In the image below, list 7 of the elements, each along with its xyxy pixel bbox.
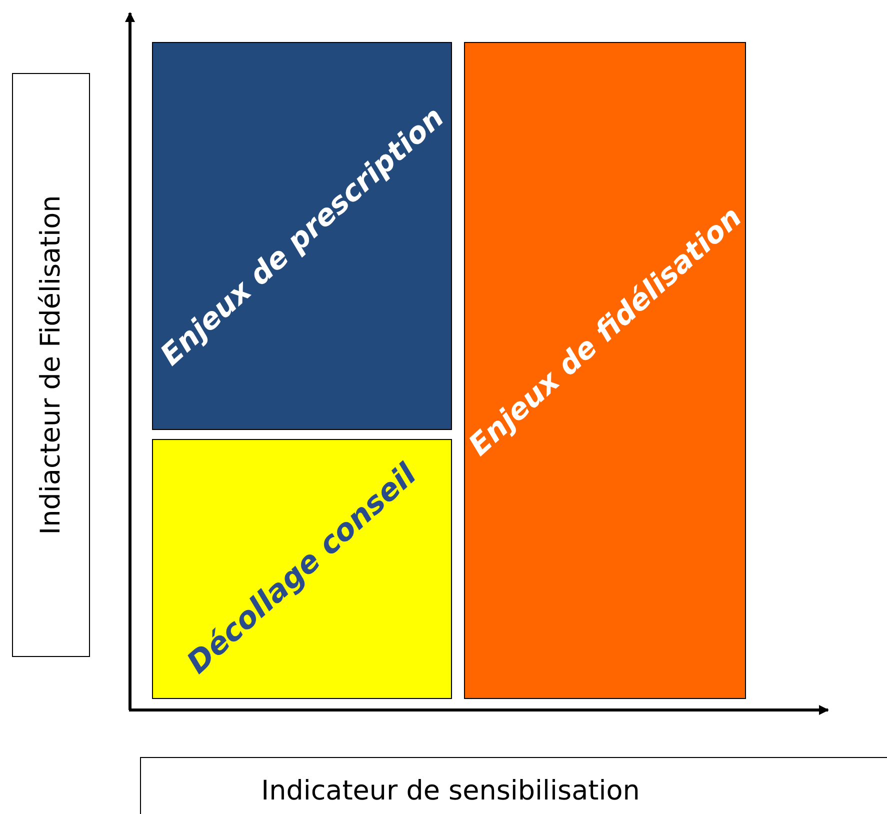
quadrant-box (152, 439, 452, 699)
axis-title: Indicateur de sensibilisation (261, 775, 640, 806)
axis-title: Indiacteur de Fidélisation (36, 195, 66, 535)
quadrant-box (152, 42, 452, 430)
quadrant-box (464, 42, 746, 699)
axis-label-box (12, 73, 90, 657)
axis-label-box (140, 757, 887, 814)
